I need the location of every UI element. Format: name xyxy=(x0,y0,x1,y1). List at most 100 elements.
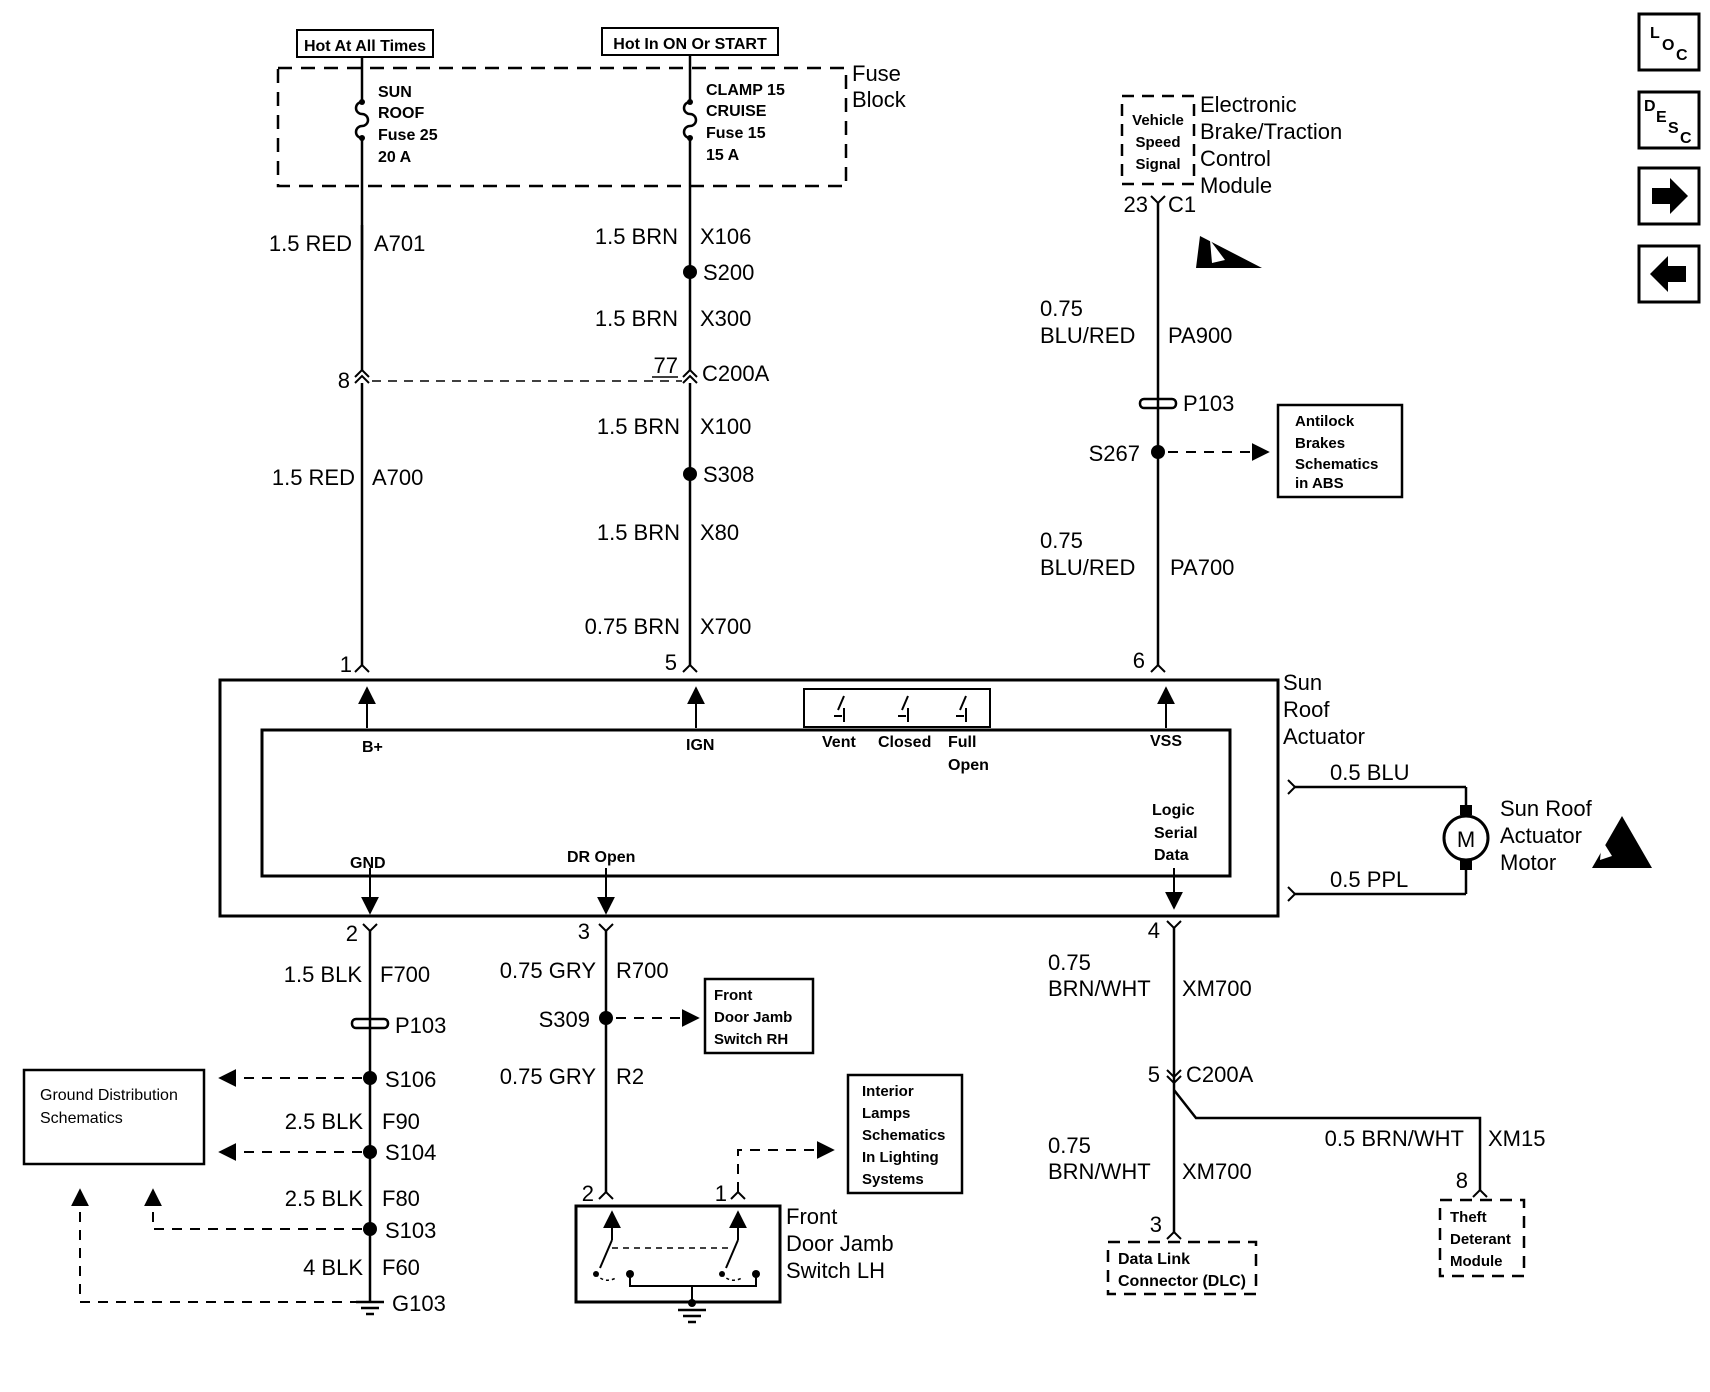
svg-text:5: 5 xyxy=(665,650,677,675)
svg-text:S309: S309 xyxy=(539,1007,590,1032)
svg-text:1.5 RED: 1.5 RED xyxy=(272,465,355,490)
splice-s104 xyxy=(363,1145,377,1159)
ground-distribution-reference: Ground Distribution Schematics xyxy=(22,1068,206,1166)
svg-text:C200A: C200A xyxy=(1186,1062,1254,1087)
svg-text:R700: R700 xyxy=(616,958,669,983)
svg-text:Sun Roof: Sun Roof xyxy=(1500,796,1593,821)
svg-text:Full: Full xyxy=(948,734,976,751)
svg-text:XM700: XM700 xyxy=(1182,1159,1252,1184)
svg-text:A700: A700 xyxy=(372,465,423,490)
splice-s308 xyxy=(683,467,697,481)
svg-text:Actuator: Actuator xyxy=(1500,823,1582,848)
svg-text:Front: Front xyxy=(786,1204,837,1229)
location-button[interactable]: L O C xyxy=(1637,12,1701,72)
svg-text:F90: F90 xyxy=(382,1109,420,1134)
svg-text:Brake/Traction: Brake/Traction xyxy=(1200,119,1342,144)
splice-s200 xyxy=(683,265,697,279)
svg-text:1: 1 xyxy=(340,652,352,677)
fuse-block: Fuse Block xyxy=(276,61,907,188)
svg-text:1.5 BRN: 1.5 BRN xyxy=(597,414,680,439)
wire-door-jamb: 3 0.75 GRY R700 S309 0.75 GRY R2 2 xyxy=(500,919,700,1206)
svg-text:CRUISE: CRUISE xyxy=(706,103,767,120)
svg-text:1.5 BRN: 1.5 BRN xyxy=(595,306,678,331)
svg-text:Roof: Roof xyxy=(1283,697,1330,722)
svg-text:0.75: 0.75 xyxy=(1048,950,1091,975)
svg-text:S104: S104 xyxy=(385,1140,436,1165)
svg-text:2.5 BLK: 2.5 BLK xyxy=(285,1109,364,1134)
svg-text:Connector (DLC): Connector (DLC) xyxy=(1118,1273,1246,1290)
ebtcm-module: Vehicle Speed Signal Electronic Brake/Tr… xyxy=(1120,92,1342,217)
svg-text:S267: S267 xyxy=(1089,441,1140,466)
svg-text:E: E xyxy=(1656,109,1667,126)
esd-warning-icon-motor xyxy=(1592,816,1652,868)
splice-s267 xyxy=(1151,445,1165,459)
svg-text:Module: Module xyxy=(1450,1253,1503,1270)
svg-text:F60: F60 xyxy=(382,1255,420,1280)
previous-page-button[interactable] xyxy=(1637,244,1701,304)
svg-text:0.75: 0.75 xyxy=(1040,296,1083,321)
svg-text:23: 23 xyxy=(1124,192,1148,217)
svg-text:Electronic: Electronic xyxy=(1200,92,1297,117)
svg-text:C200A: C200A xyxy=(702,361,770,386)
sun-roof-actuator: Sun Roof Actuator B+ IGN VSS Vent Closed… xyxy=(218,670,1365,918)
hot-in-on-start-label: Hot In ON Or START xyxy=(601,27,779,56)
svg-text:Schematics: Schematics xyxy=(40,1110,123,1127)
svg-text:BRN/WHT: BRN/WHT xyxy=(1048,976,1151,1001)
svg-text:Motor: Motor xyxy=(1500,850,1556,875)
next-page-button[interactable] xyxy=(1637,166,1701,226)
svg-text:Vent: Vent xyxy=(822,734,856,751)
svg-text:Theft: Theft xyxy=(1450,1209,1487,1226)
theft-deterant-module: Theft Deterant Module xyxy=(1438,1198,1526,1278)
connector-p103-right xyxy=(1138,397,1178,410)
svg-text:0.5 BLU: 0.5 BLU xyxy=(1330,760,1410,785)
svg-text:Antilock: Antilock xyxy=(1295,413,1355,430)
sun-roof-fuse: SUN ROOF Fuse 25 20 A xyxy=(354,57,438,166)
front-door-jamb-switch-rh-reference: Front Door Jamb Switch RH xyxy=(703,977,815,1055)
svg-text:GND: GND xyxy=(350,855,386,872)
description-button[interactable]: D E S C xyxy=(1637,90,1701,150)
arrow-left-icon xyxy=(1650,256,1686,292)
svg-text:2.5 BLK: 2.5 BLK xyxy=(285,1186,364,1211)
c200a-connector-left: 8 xyxy=(338,368,682,393)
svg-text:X700: X700 xyxy=(700,614,751,639)
svg-text:1.5 BRN: 1.5 BRN xyxy=(595,224,678,249)
svg-text:S106: S106 xyxy=(385,1067,436,1092)
svg-text:PA700: PA700 xyxy=(1170,555,1234,580)
svg-text:X80: X80 xyxy=(700,520,739,545)
svg-text:in ABS: in ABS xyxy=(1295,475,1344,492)
svg-text:4: 4 xyxy=(1148,918,1160,943)
svg-text:Module: Module xyxy=(1200,173,1272,198)
front-door-jamb-switch-lh: 1 Front Door Jamb Switch LH xyxy=(574,1141,894,1324)
svg-text:Switch LH: Switch LH xyxy=(786,1258,885,1283)
wire-ground-chain: 2 1.5 BLK F700 P103 S106 2.5 BLK F90 S10… xyxy=(71,921,446,1316)
svg-text:0.75 GRY: 0.75 GRY xyxy=(500,1064,597,1089)
svg-text:Signal: Signal xyxy=(1135,156,1180,173)
svg-text:BLU/RED: BLU/RED xyxy=(1040,555,1135,580)
svg-text:Front: Front xyxy=(714,987,752,1004)
esd-warning-icon xyxy=(1196,236,1262,268)
svg-text:S: S xyxy=(1668,120,1679,137)
svg-text:Closed: Closed xyxy=(878,734,931,751)
svg-text:Brakes: Brakes xyxy=(1295,435,1345,452)
svg-text:0.5 BRN/WHT: 0.5 BRN/WHT xyxy=(1325,1126,1464,1151)
svg-text:D: D xyxy=(1644,98,1656,115)
svg-text:B+: B+ xyxy=(362,739,383,756)
svg-text:PA900: PA900 xyxy=(1168,323,1232,348)
svg-text:1.5 RED: 1.5 RED xyxy=(269,231,352,256)
svg-text:In Lighting: In Lighting xyxy=(862,1149,939,1166)
svg-text:8: 8 xyxy=(1456,1168,1468,1193)
svg-text:X300: X300 xyxy=(700,306,751,331)
wire-a701: 1.5 RED A701 xyxy=(269,138,425,370)
svg-text:Switch RH: Switch RH xyxy=(714,1031,788,1048)
svg-text:L: L xyxy=(1650,25,1660,42)
svg-text:X100: X100 xyxy=(700,414,751,439)
svg-text:Serial: Serial xyxy=(1154,825,1198,842)
splice-s106 xyxy=(363,1071,377,1085)
svg-text:S103: S103 xyxy=(385,1218,436,1243)
svg-text:Schematics: Schematics xyxy=(862,1127,945,1144)
svg-text:6: 6 xyxy=(1133,648,1145,673)
svg-text:Fuse: Fuse xyxy=(852,61,901,86)
svg-text:Block: Block xyxy=(852,87,907,112)
svg-text:C1: C1 xyxy=(1168,192,1196,217)
sun-roof-actuator-motor: 0.5 BLU 0.5 PPL M Sun Roof Actuator Moto… xyxy=(1287,760,1593,902)
